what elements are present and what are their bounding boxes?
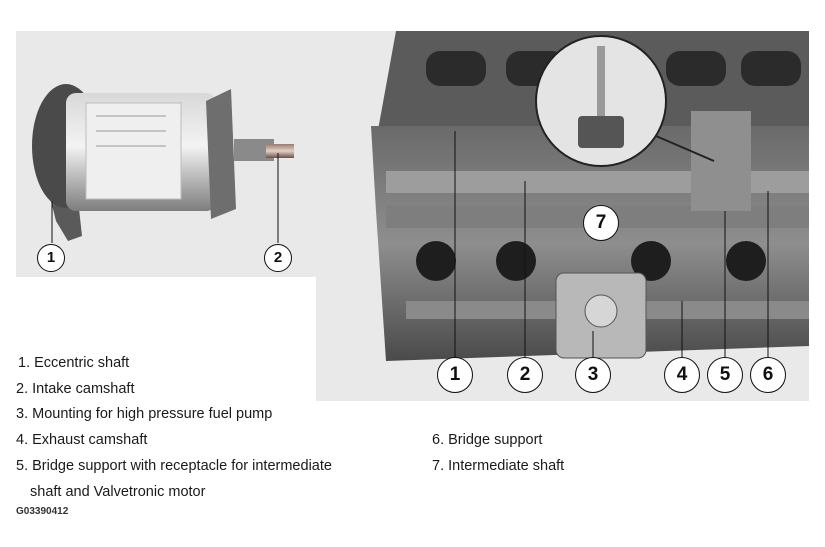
engine-callout-6: 6 xyxy=(750,357,786,393)
legend-item-5: 5. Bridge support with receptacle for in… xyxy=(16,458,332,474)
engine-callout-3: 3 xyxy=(575,357,611,393)
figure-code: G03390412 xyxy=(16,506,69,517)
engine-callout-7: 7 xyxy=(583,205,619,241)
motor-callout-2: 2 xyxy=(264,244,292,272)
legend-item-1: 1. Eccentric shaft xyxy=(18,355,130,371)
engine-callout-5: 5 xyxy=(707,357,743,393)
engine-callout-2: 2 xyxy=(507,357,543,393)
cylinder-head-illustration xyxy=(371,31,809,361)
legend-item-6: 6. Bridge support xyxy=(432,432,543,448)
motor-callout-1: 1 xyxy=(37,244,65,272)
engine-callout-4: 4 xyxy=(664,357,700,393)
legend-item-5-continued: shaft and Valvetronic motor xyxy=(30,484,206,500)
engine-callout-1: 1 xyxy=(437,357,473,393)
valvetronic-motor-illustration xyxy=(32,84,294,243)
motor-photo xyxy=(16,31,316,277)
legend-item-7: 7. Intermediate shaft xyxy=(432,458,565,474)
cylinder-head-photo xyxy=(316,31,809,401)
legend-item-3: 3. Mounting for high pressure fuel pump xyxy=(16,406,273,422)
legend-item-4: 4. Exhaust camshaft xyxy=(16,432,148,448)
legend-item-2: 2. Intake camshaft xyxy=(16,381,135,397)
